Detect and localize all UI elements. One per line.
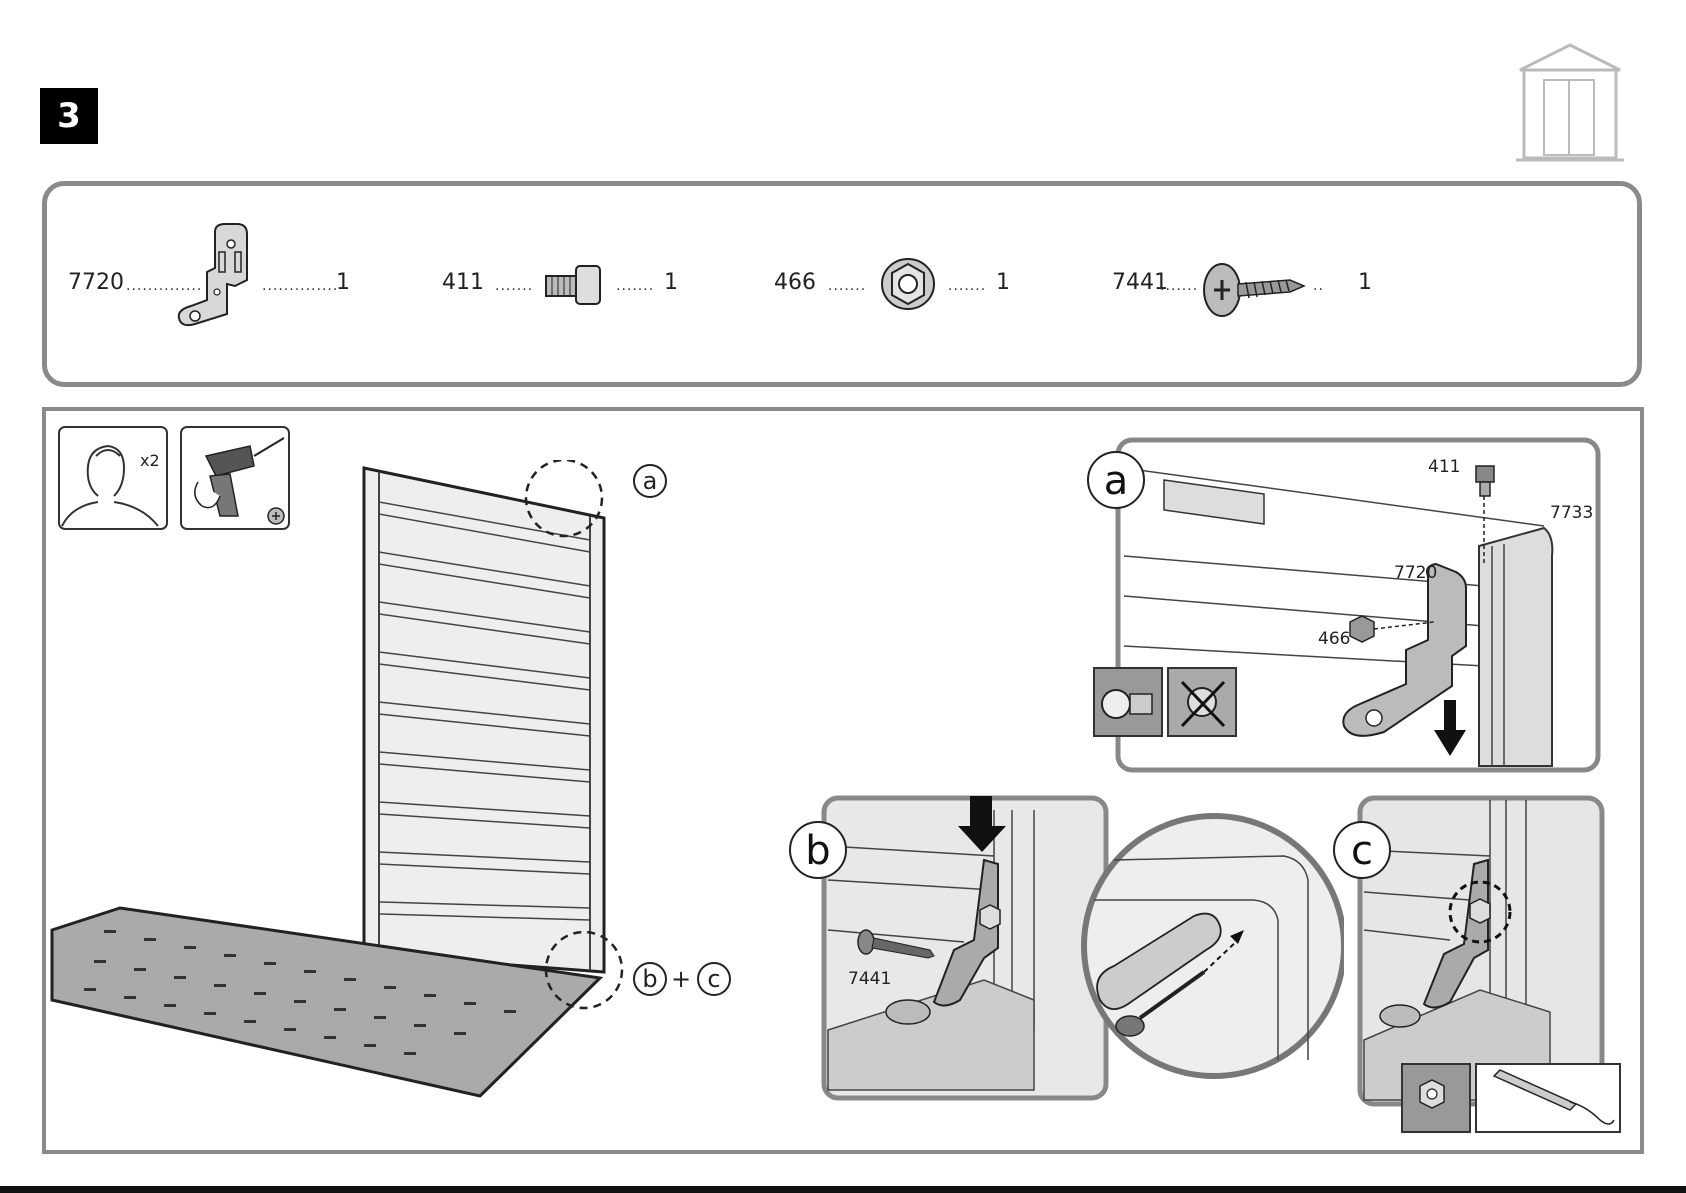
wall-panel-illustration: a b + c — [44, 460, 734, 1110]
callout-a-label: a — [643, 467, 658, 495]
hand-tool-icon — [1476, 1064, 1620, 1132]
detail-a-part-label: 411 — [1428, 457, 1460, 477]
part-qty: 1 — [664, 270, 678, 295]
leader-dots: ....... — [948, 278, 986, 294]
part-qty: 1 — [1358, 270, 1372, 295]
detail-a-panel: a 411 7733 7720 466 — [1084, 436, 1604, 776]
detail-a-part-label: 7733 — [1550, 503, 1593, 523]
screw-icon — [1198, 258, 1308, 320]
detail-a-part-label: 7720 — [1394, 563, 1437, 583]
callout-b-label: b — [642, 965, 657, 993]
flange-nut-icon — [878, 256, 938, 312]
nut-check-icon — [1094, 668, 1162, 736]
leader-dots: ....... — [495, 278, 533, 294]
leader-dots: .. — [1313, 278, 1324, 294]
detail-c-label: c — [1351, 828, 1373, 874]
leader-dots: ....... — [828, 278, 866, 294]
part-qty: 1 — [336, 270, 350, 295]
part-id: 7720 — [68, 270, 124, 295]
part-id: 466 — [774, 270, 816, 295]
step-number: 3 — [40, 88, 98, 144]
callout-c-label: c — [707, 965, 720, 993]
detail-b-screw-label: 7441 — [848, 969, 891, 989]
shed-icon — [1510, 40, 1630, 165]
leader-dots: ....... — [616, 278, 654, 294]
part-id: 411 — [442, 270, 484, 295]
square-bolt-icon — [540, 262, 606, 308]
nut-wrong-icon — [1168, 668, 1236, 736]
detail-b-label: b — [805, 828, 830, 874]
detail-b-panel: b 7441 — [784, 790, 1344, 1110]
part-qty: 1 — [996, 270, 1010, 295]
callout-plus: + — [671, 965, 691, 993]
page-bottom-rule — [0, 1186, 1686, 1193]
detail-a-part-label: 466 — [1318, 629, 1350, 649]
nut-tighten-icon — [1402, 1064, 1470, 1132]
detail-c-panel: c — [1330, 790, 1626, 1140]
leader-dots: .............. — [262, 278, 338, 294]
detail-a-label: a — [1104, 458, 1129, 504]
angle-bracket-icon — [175, 222, 265, 334]
leader-dots: ....... — [1160, 278, 1198, 294]
